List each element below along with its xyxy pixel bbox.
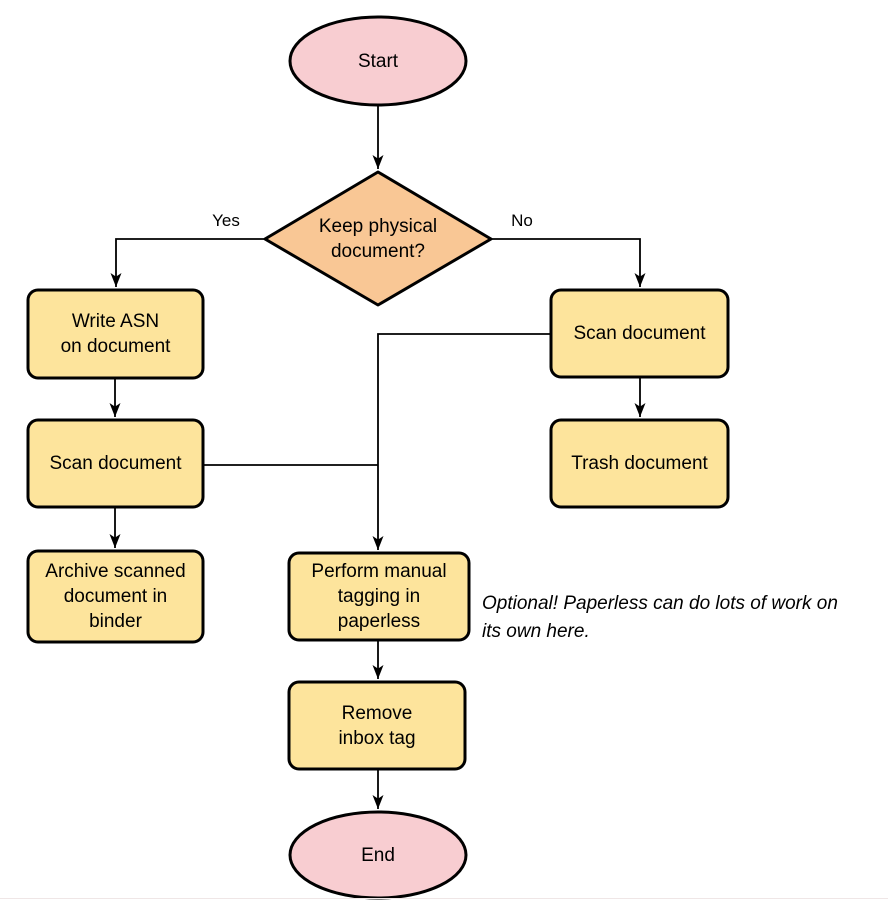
remove-inbox-node-shape [287, 680, 467, 771]
edge-decision-no-to-scan-right [491, 238, 646, 287]
write-asn-node-shape [26, 288, 205, 380]
archive-node-shape [26, 549, 205, 644]
end-node-shape [288, 810, 468, 900]
perform-tagging-node-shape [287, 551, 471, 642]
decision-node-shape [263, 170, 493, 307]
optional-annotation: Optional! Paperless can do lots of work … [482, 593, 838, 642]
edge-decision-yes-to-write-asn [110, 238, 265, 287]
scan-right-node-shape [549, 288, 730, 379]
edge-scan-right-to-perform-tagging [372, 333, 551, 550]
trash-node-shape [549, 418, 730, 509]
scan-left-node-shape [26, 418, 205, 509]
start-node-shape [288, 15, 468, 107]
bottom-separator [0, 898, 888, 899]
